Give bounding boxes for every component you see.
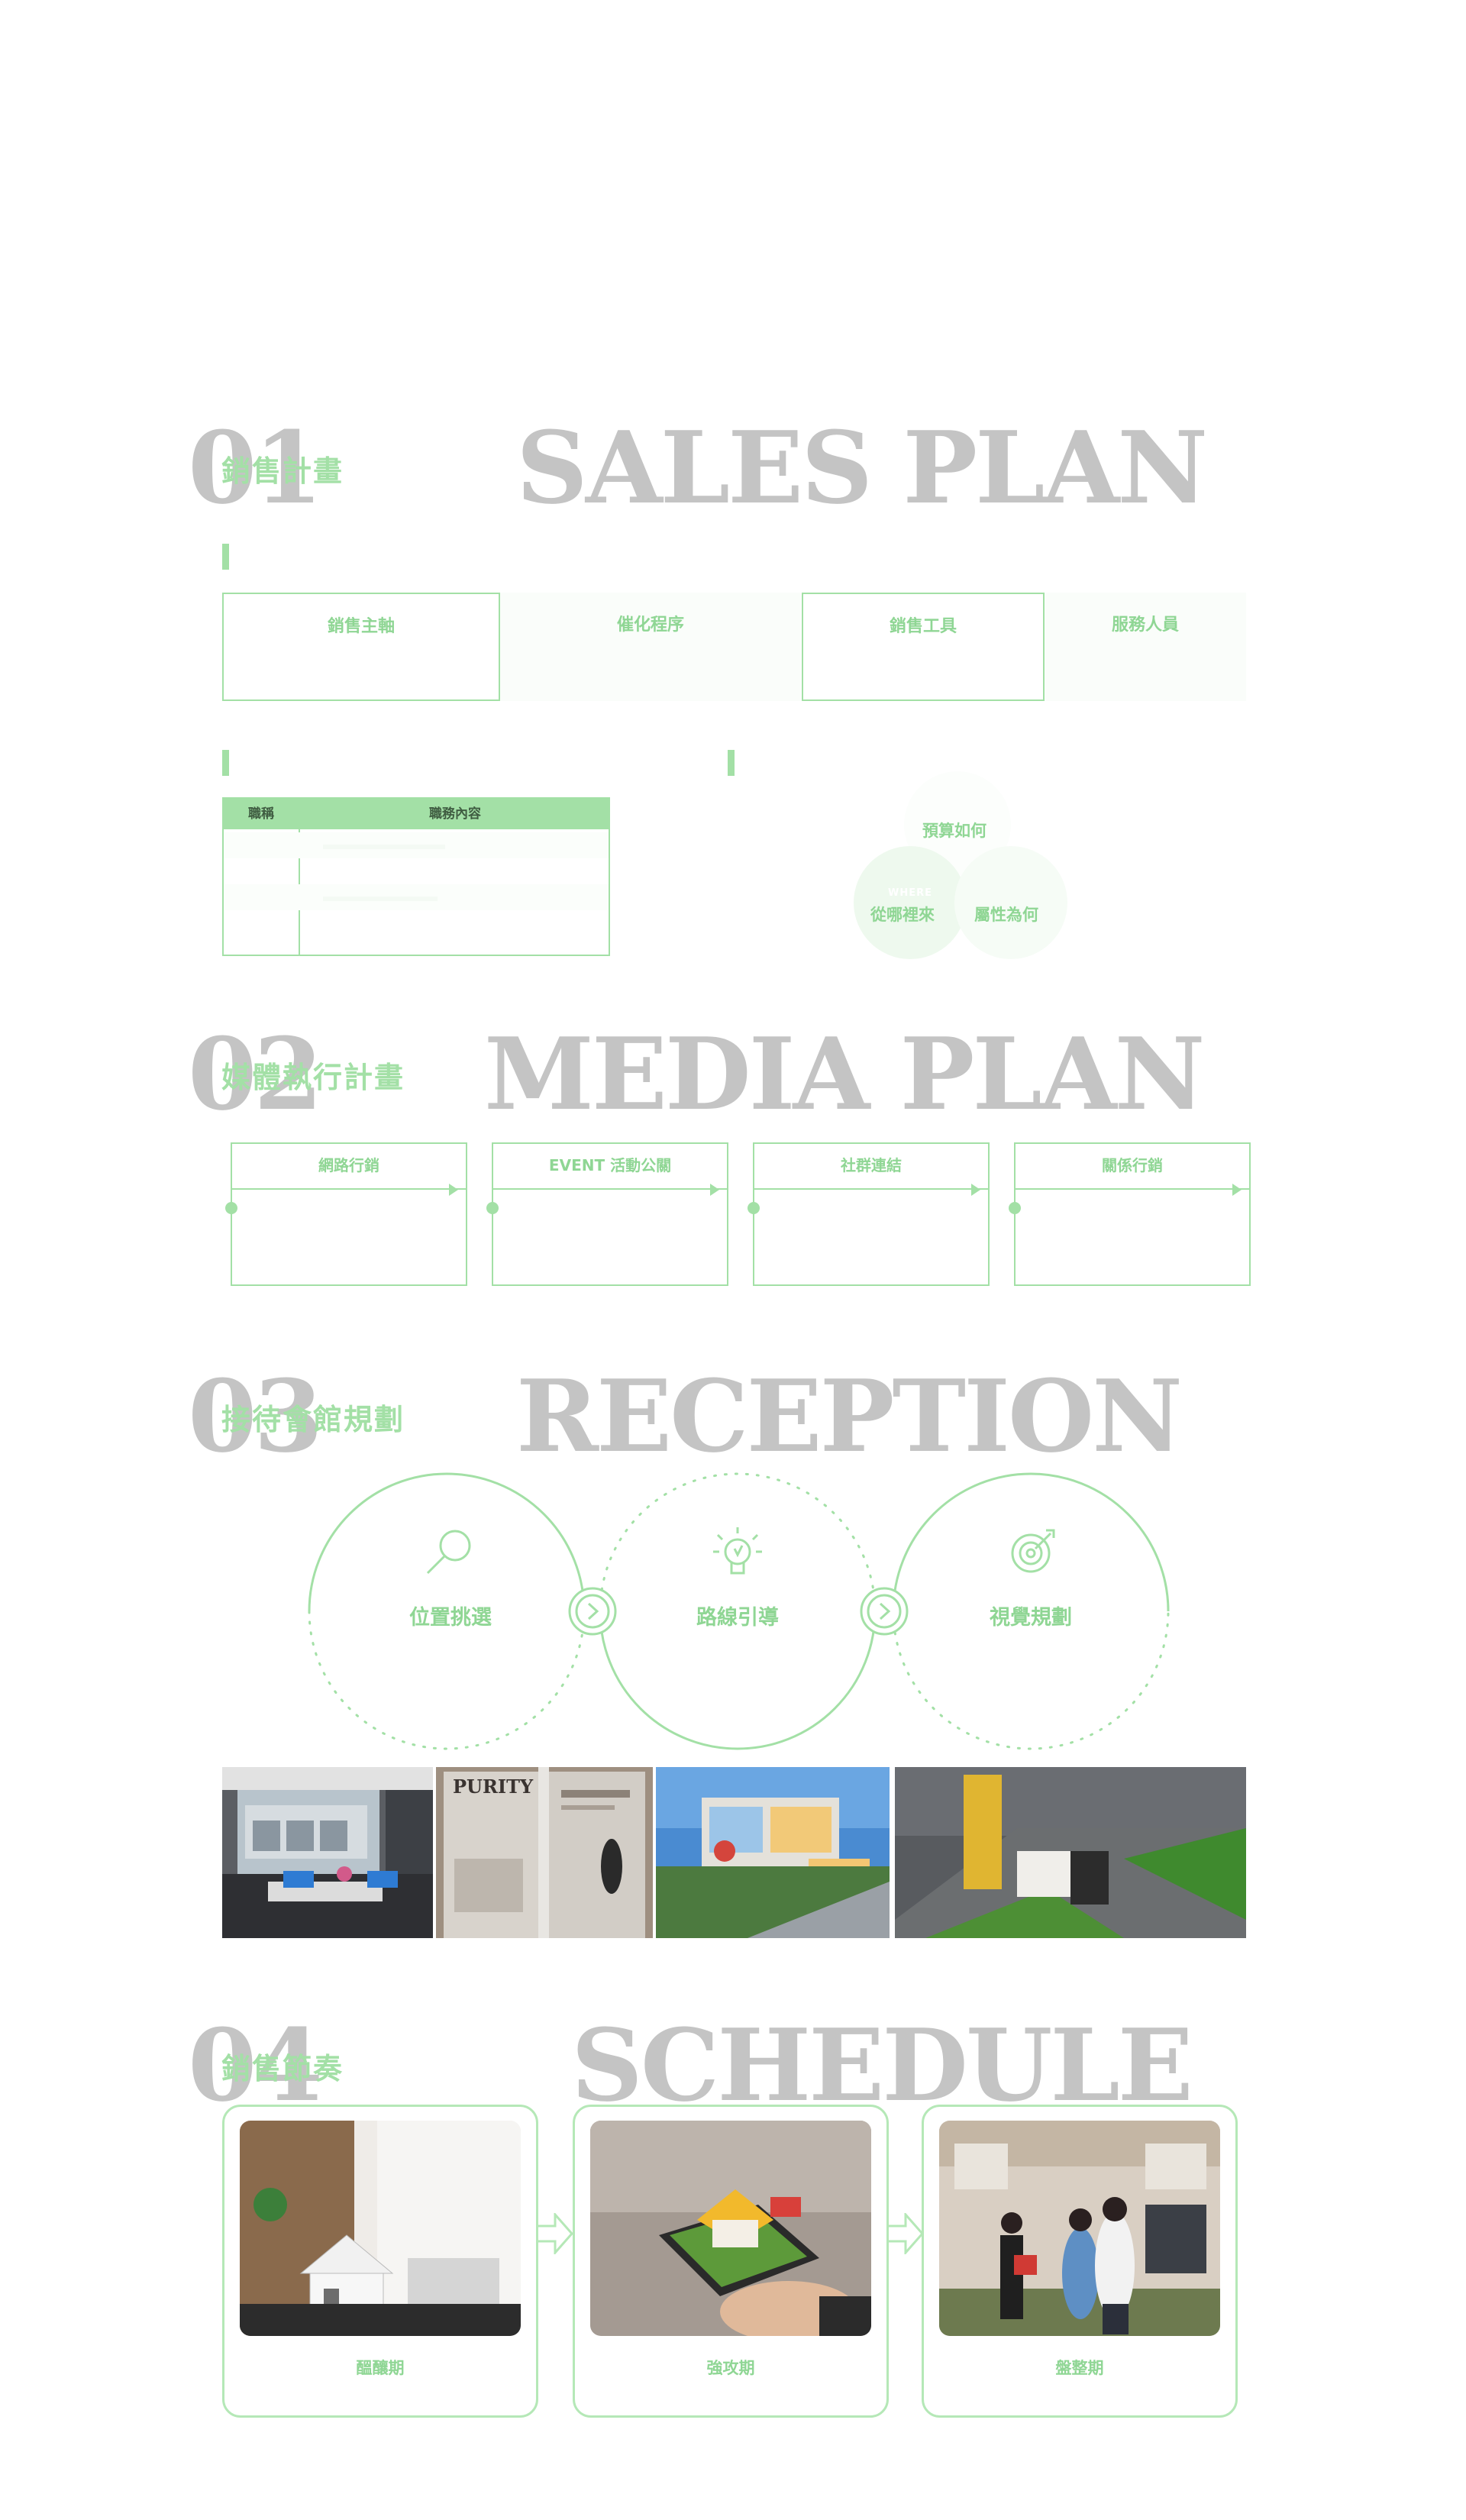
target-icon [1011, 1529, 1055, 1573]
schedule-label: 醞釀期 [356, 2359, 405, 2377]
photo-sign: PURITY [453, 1775, 534, 1798]
media-box-social: 社群連結 [748, 1142, 990, 1286]
sales-box-label: 銷售主軸 [327, 617, 395, 636]
photo-entrance-model [895, 1767, 1246, 1938]
arrow-right-icon [449, 1184, 458, 1196]
accent-bar [728, 750, 735, 776]
table-row [224, 858, 609, 884]
venn-label-source: 從哪裡來 [870, 906, 935, 924]
arrow-right-icon [889, 2211, 924, 2257]
section-title-schedule: SCHEDULE [571, 2007, 1193, 2124]
schedule-card-attack: 強攻期 [573, 2105, 889, 2418]
dot-icon [225, 1202, 237, 1214]
arrow-right-icon [971, 1184, 980, 1196]
section-title-media-plan: MEDIA PLAN [484, 1016, 1206, 1132]
schedule-card-brewing: 醞釀期 [222, 2105, 538, 2418]
media-box-label: 社群連結 [841, 1156, 902, 1174]
staff-table: 職稱 職務內容 [222, 797, 610, 956]
arrow-right-icon [538, 2211, 573, 2257]
chevron-right-icon [860, 1587, 909, 1636]
schedule-label: 盤整期 [1055, 2359, 1104, 2377]
table-header [224, 799, 609, 829]
reception-step-route: 路線引導 [696, 1606, 779, 1630]
sales-box-catalyst: 催化程序 [500, 593, 801, 701]
venn-label-budget: 預算如何 [922, 822, 986, 840]
magnifier-icon [426, 1530, 471, 1575]
table-row [224, 910, 609, 936]
media-box-label: 關係行銷 [1102, 1156, 1163, 1174]
photo-house-model [240, 2121, 521, 2336]
arrow-right-icon [1232, 1184, 1242, 1196]
venn-circle-right [954, 846, 1067, 959]
lightbulb-icon [713, 1527, 762, 1575]
dot-icon [486, 1202, 499, 1214]
media-box-label: EVENT 活動公關 [548, 1156, 672, 1174]
photo-gallery-wall: PURITY [436, 1767, 653, 1938]
schedule-label: 強攻期 [706, 2359, 755, 2377]
sales-box-label: 催化程序 [616, 615, 684, 635]
sales-box-tools: 銷售工具 [802, 593, 1045, 701]
section-number-02: 02 [188, 1016, 323, 1132]
dot-icon [748, 1202, 760, 1214]
sales-box-axis: 銷售主軸 [222, 593, 500, 701]
photo-family-house [939, 2121, 1220, 2336]
reception-step-visual: 視覺規劃 [990, 1606, 1072, 1630]
schedule-card-consolidate: 盤整期 [922, 2105, 1238, 2418]
section-subtitle-media: 媒體執行計畫 [221, 1061, 405, 1094]
photo-phone-house [590, 2121, 871, 2336]
section-number-01: 01 [188, 409, 323, 526]
reception-flow-diagram [308, 1472, 1170, 1750]
chevron-right-icon [568, 1587, 617, 1636]
section-title-reception: RECEPTION [516, 1358, 1183, 1475]
photo-building-exterior [656, 1767, 890, 1938]
venn-circle-left [854, 846, 967, 959]
table-header-duty: 職務內容 [429, 806, 481, 822]
section-title-sales-plan: SALES PLAN [516, 409, 1208, 526]
sales-box-label: 銷售工具 [889, 617, 957, 636]
photo-showroom [222, 1767, 433, 1938]
section-number-04: 04 [188, 2007, 323, 2124]
section-subtitle-reception: 接待會館規劃 [221, 1403, 405, 1436]
media-box-event: EVENT 活動公關 [486, 1142, 728, 1286]
section-subtitle-schedule: 銷售節奏 [221, 2052, 344, 2085]
table-header-title: 職稱 [248, 806, 274, 822]
venn-label-where: WHERE [888, 887, 932, 899]
section-subtitle-sales: 銷售計畫 [221, 454, 344, 488]
media-box-online: 網路行銷 [225, 1142, 467, 1286]
dot-icon [1009, 1202, 1021, 1214]
accent-bar [222, 544, 229, 570]
reception-step-location: 位置挑選 [409, 1606, 492, 1630]
arrow-right-icon [710, 1184, 719, 1196]
accent-bar [222, 750, 229, 776]
sales-box-staff: 服務人員 [1045, 593, 1246, 701]
sales-box-label: 服務人員 [1111, 615, 1179, 635]
venn-label-attribute: 屬性為何 [974, 906, 1038, 924]
media-box-label: 網路行銷 [318, 1156, 379, 1174]
section-number-03: 03 [188, 1358, 323, 1475]
media-box-relation: 關係行銷 [1009, 1142, 1251, 1286]
